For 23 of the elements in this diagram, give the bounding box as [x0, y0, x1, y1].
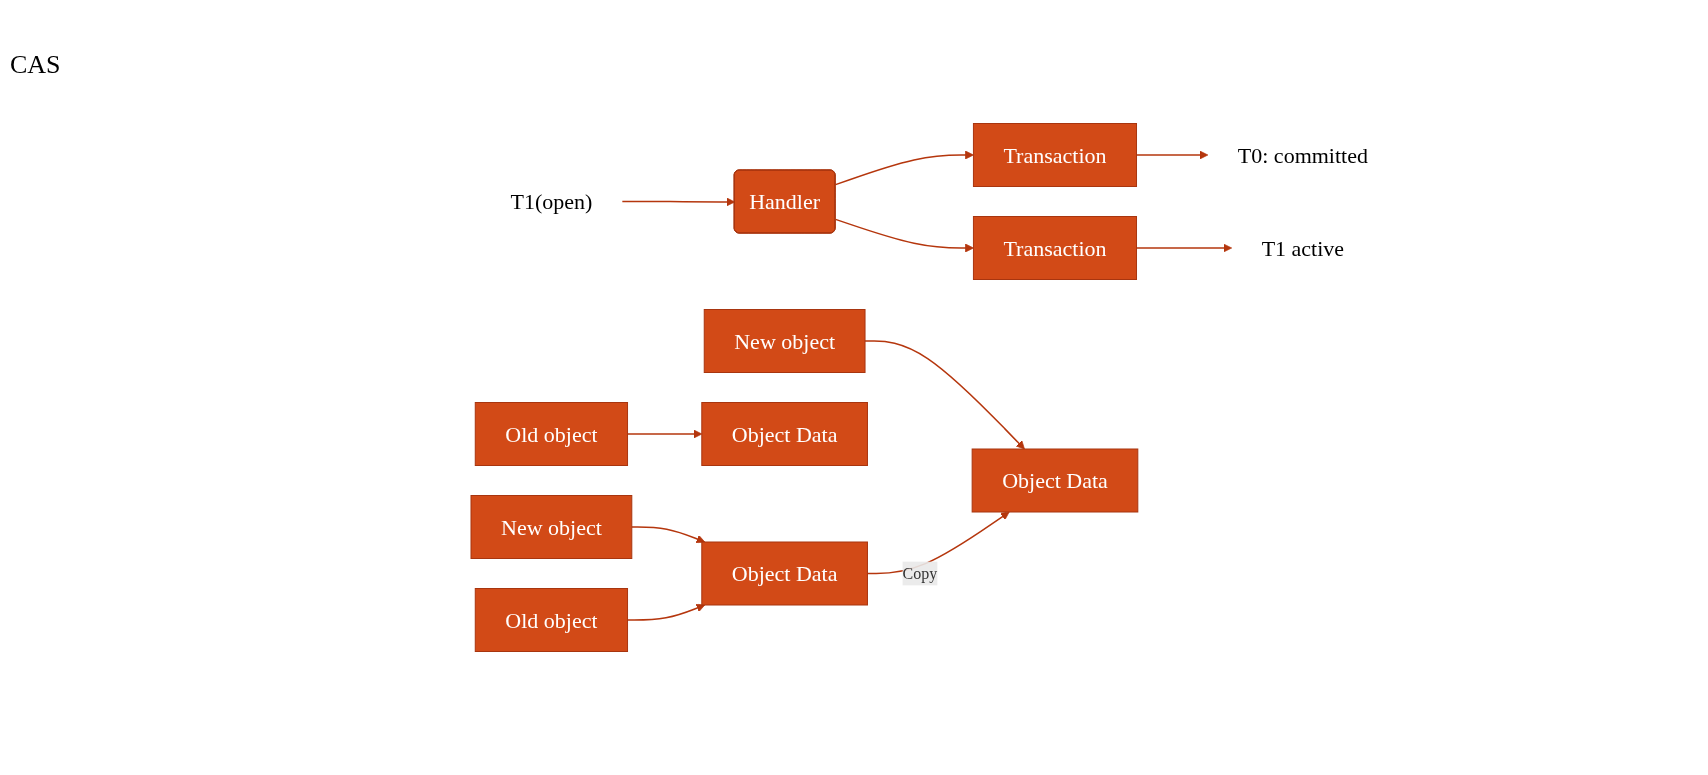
node-text: T0: committed	[1237, 142, 1368, 168]
arrow	[1135, 243, 1232, 253]
arrow	[626, 603, 705, 621]
arrow	[630, 526, 705, 544]
arrow	[626, 429, 702, 439]
arrow	[1135, 150, 1208, 160]
node-box: New object	[470, 495, 632, 559]
node-box: Object Data	[700, 402, 868, 466]
node-text: T1(open)	[509, 189, 592, 214]
arrow	[621, 197, 735, 207]
arrow	[863, 340, 1025, 450]
node-box: New object	[703, 309, 866, 373]
node-box: Object Data	[700, 541, 868, 606]
node-box: Transaction	[972, 123, 1137, 187]
edge-label: Copy	[901, 564, 937, 582]
node-box: Old object	[474, 402, 628, 466]
arrow	[834, 150, 974, 186]
node-box: Object Data	[971, 448, 1138, 513]
node-box: Old object	[474, 588, 628, 652]
node-box: Transaction	[972, 216, 1137, 280]
note-text: CAS	[10, 50, 61, 80]
arrow	[834, 218, 974, 253]
node-text: T1 active	[1261, 235, 1344, 261]
